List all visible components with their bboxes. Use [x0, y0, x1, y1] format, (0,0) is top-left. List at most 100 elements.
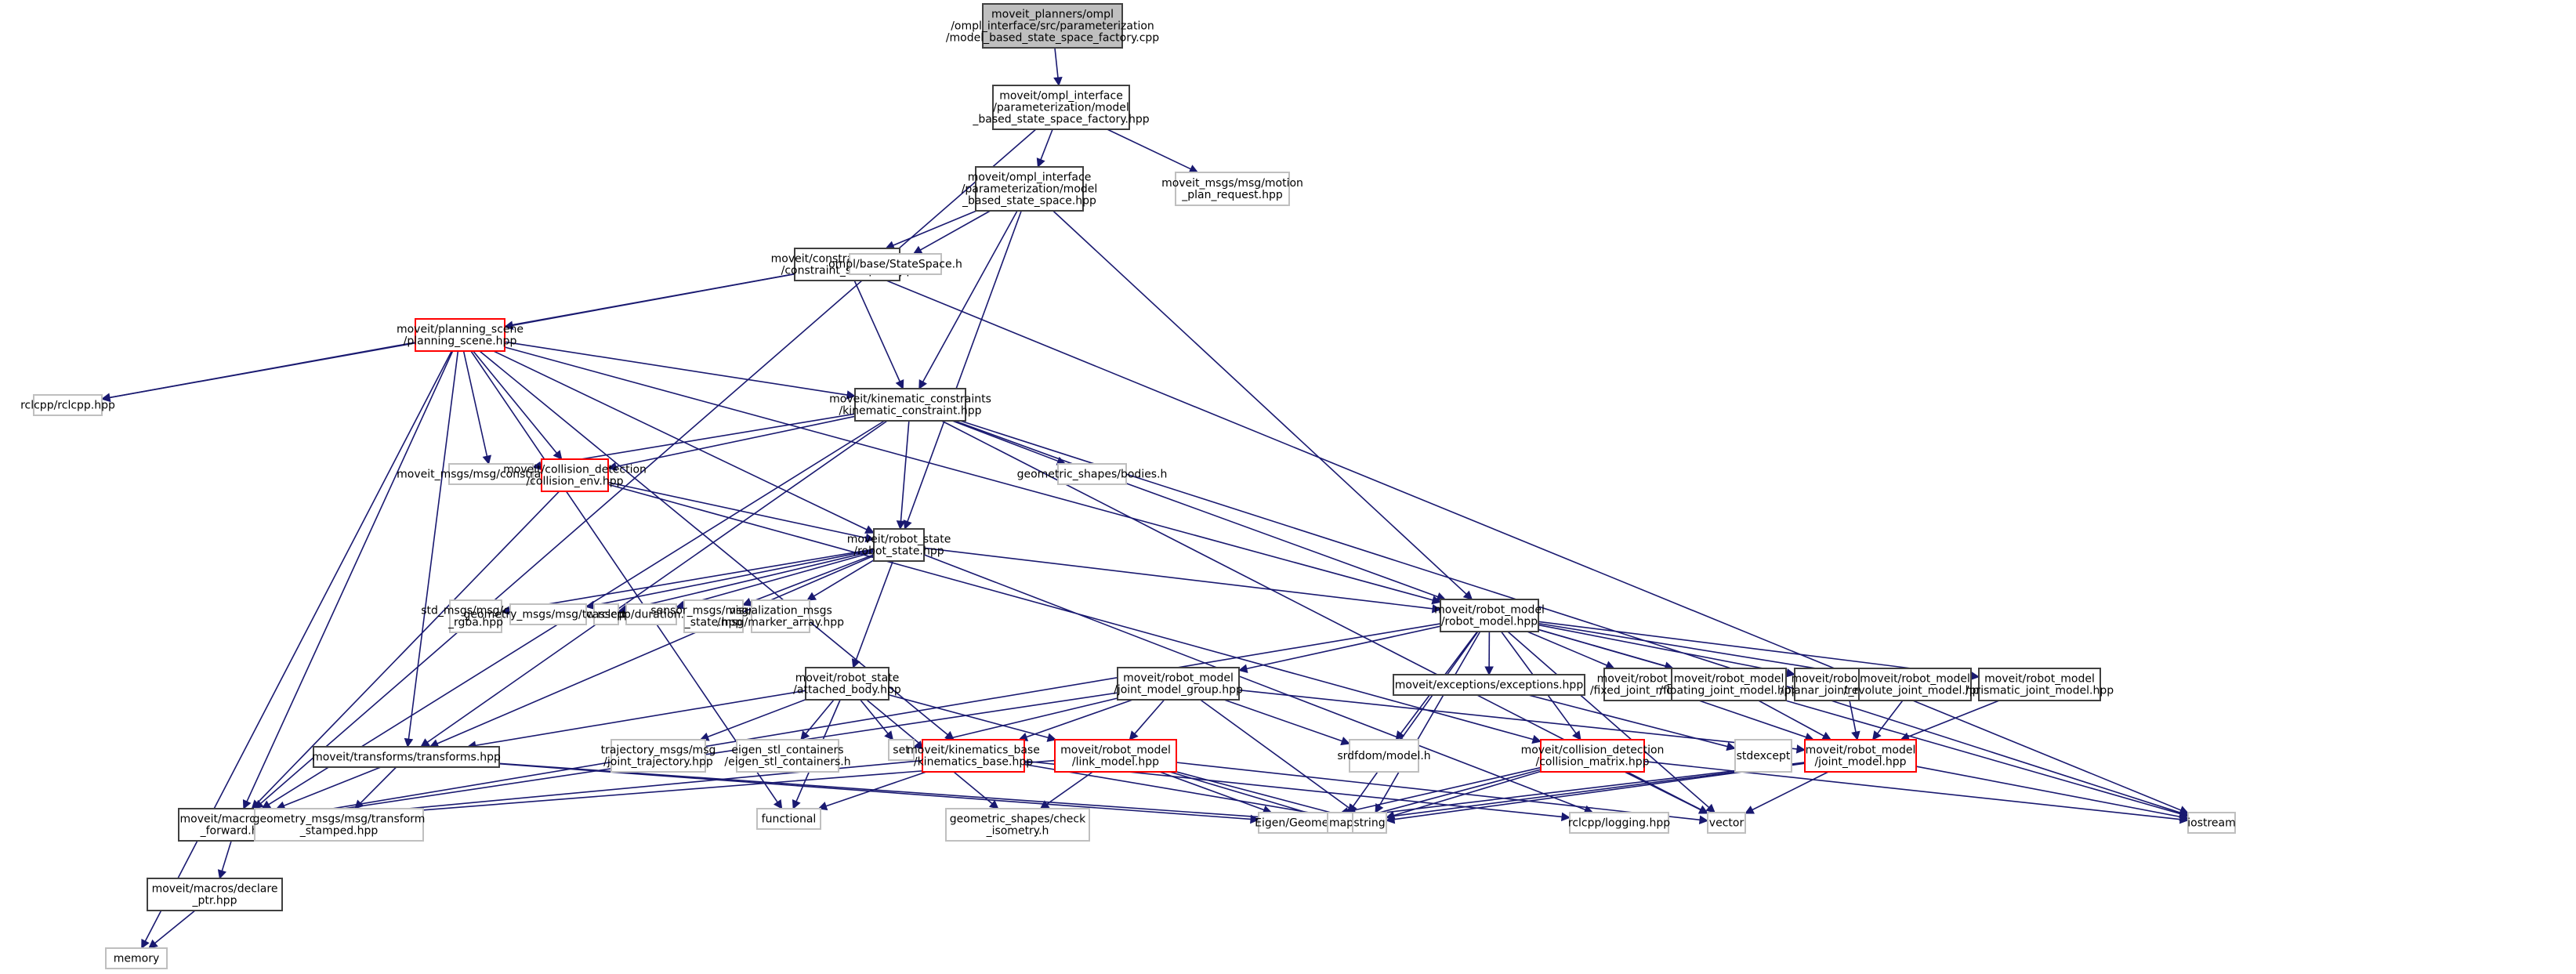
node-link-model[interactable]: moveit/robot_model/link_model.hpp	[1054, 739, 1177, 773]
node-vector[interactable]: vector	[1707, 812, 1746, 834]
arrowhead-icon	[1531, 734, 1542, 744]
node-label: Eigen/Geometry	[1255, 817, 1344, 830]
node-label: moveit/robot_model	[1984, 673, 2095, 686]
node-memory[interactable]: memory	[105, 947, 168, 969]
node-label: /collision_env.hpp	[526, 476, 623, 488]
arrowhead-icon	[2179, 812, 2190, 822]
node-label: /ompl_interface/src/parameterization	[951, 20, 1154, 33]
node-rclcpp[interactable]: rclcpp/rclcpp.hpp	[20, 394, 115, 416]
node-functional[interactable]: functional	[756, 808, 821, 830]
arrowhead-icon	[141, 939, 150, 949]
node-constraints-msg[interactable]: moveit_msgs/msg/constraints.hpp	[397, 463, 585, 485]
arrowhead-icon	[482, 454, 491, 465]
node-set[interactable]: set	[888, 739, 915, 761]
node-ompl-statespace[interactable]: ompl/base/StateSpace.h	[828, 253, 962, 275]
node-label: moveit/robot_model	[1060, 744, 1171, 757]
node-label: moveit/robot_state	[795, 672, 900, 685]
node-label: std_msgs/msg/color	[421, 605, 531, 617]
arrowhead-icon	[1375, 803, 1384, 813]
node-iostream[interactable]: iostream	[2187, 812, 2236, 834]
node-twist[interactable]: geometry_msgs/msg/twist.hpp	[464, 603, 633, 625]
node-collision-matrix[interactable]: moveit/collision_detection/collision_mat…	[1521, 739, 1665, 773]
edge-line	[951, 420, 1059, 462]
node-map[interactable]: map	[1327, 812, 1356, 834]
node-declare-ptr[interactable]: moveit/macros/declare_ptr.hpp	[147, 878, 283, 911]
arrowhead-icon	[851, 658, 860, 669]
edge-joint_model_group-to-srdfdom	[1223, 699, 1351, 746]
node-label: _stamped.hpp	[299, 825, 379, 838]
node-transforms[interactable]: moveit/transforms/transforms.hpp	[312, 746, 501, 768]
node-check-isometry[interactable]: geometric_shapes/check_isometry.h	[945, 808, 1090, 842]
edge-line	[900, 420, 910, 522]
edge-line	[853, 280, 900, 382]
node-logging[interactable]: rclcpp/logging.hpp	[1568, 812, 1670, 834]
arrowhead-icon	[864, 525, 875, 534]
arrowhead-icon	[1726, 741, 1737, 751]
arrowhead-icon	[1705, 803, 1716, 813]
edge-joint_model-to-vector	[1744, 771, 1829, 814]
node-box	[1671, 668, 1787, 701]
node-kinematic-constraint[interactable]: moveit/kinematic_constraints/kinematic_c…	[829, 388, 991, 422]
edge-line	[301, 692, 1118, 816]
node-marker-array[interactable]: visualization_msgs/msg/marker_array.hpp	[717, 599, 844, 633]
edge-line	[954, 420, 1439, 598]
node-joint-model-group[interactable]: moveit/robot_model/joint_model_group.hpp	[1114, 667, 1243, 701]
node-stdexcept[interactable]: stdexcept	[1734, 739, 1792, 773]
node-label: _based_state_space_factory.hpp	[972, 114, 1149, 126]
node-joint-state[interactable]: sensor_msgs/msg/joint_state.hpp	[650, 599, 777, 633]
edge-planning_scene-to-kinematic_constraint	[504, 341, 857, 400]
edge-line	[1877, 700, 1904, 734]
arrowhead-icon	[500, 606, 511, 615]
node-box	[593, 603, 619, 625]
node-color-rgba[interactable]: std_msgs/msg/color_rgba.hpp	[421, 599, 531, 633]
node-floating-joint[interactable]: moveit/robot_model/floating_joint_model.…	[1659, 668, 1799, 701]
edge-state_space_hpp-to-kinematic_constraint	[918, 210, 1018, 389]
node-kinematics-base[interactable]: moveit/kinematics_base/kinematics_base.h…	[907, 739, 1040, 773]
node-root: moveit_planners/ompl/ompl_interface/src/…	[946, 3, 1159, 49]
node-robot-model[interactable]: moveit/robot_model/robot_model.hpp	[1434, 599, 1545, 632]
node-joint-trajectory[interactable]: trajectory_msgs/msg/joint_trajectory.hpp	[601, 739, 716, 773]
node-prismatic-joint[interactable]: moveit/robot_model/prismatic_joint_model…	[1966, 668, 2114, 701]
node-box	[449, 599, 502, 633]
node-box	[1117, 667, 1240, 701]
edge-line	[1159, 771, 1265, 811]
node-label: /revolute_joint_model.hpp	[1844, 685, 1987, 697]
node-eigen-stl[interactable]: eigen_stl_containers/eigen_stl_container…	[724, 739, 851, 773]
node-factory-hpp[interactable]: moveit/ompl_interface/parameterization/m…	[972, 85, 1150, 130]
edge-line	[615, 415, 856, 468]
node-joint-model[interactable]: moveit/robot_model/joint_model.hpp	[1804, 739, 1917, 773]
edge-factory_hpp-to-state_space_hpp	[1036, 129, 1053, 168]
edge-line	[1624, 771, 1701, 811]
arrowhead-icon	[217, 869, 226, 880]
node-label: /joint_model.hpp	[1814, 756, 1906, 769]
node-string[interactable]: string	[1352, 812, 1387, 834]
edge-line	[498, 762, 1252, 820]
edge-line	[1046, 771, 1093, 805]
arrowhead-icon	[242, 799, 252, 810]
node-box	[736, 739, 839, 773]
node-revolute-joint[interactable]: moveit/robot_model/revolute_joint_model.…	[1844, 668, 1987, 701]
node-box	[610, 739, 706, 773]
node-duration[interactable]: rclcpp/duration.hpp	[597, 603, 705, 625]
node-robot-state[interactable]: moveit/robot_state/robot_state.hpp	[847, 528, 951, 562]
node-motion-plan-request[interactable]: moveit_msgs/msg/motion_plan_request.hpp	[1161, 172, 1303, 206]
arrowhead-icon	[903, 520, 912, 530]
arrowhead-icon	[1129, 730, 1139, 740]
node-cassert[interactable]: cassert	[586, 603, 626, 625]
node-state-space-hpp[interactable]: moveit/ompl_interface/parameterization/m…	[962, 166, 1098, 212]
node-bodies[interactable]: geometric_shapes/bodies.h	[1017, 463, 1168, 485]
node-exceptions[interactable]: moveit/exceptions/exceptions.hpp	[1393, 674, 1585, 696]
node-transform-stamped[interactable]: geometry_msgs/msg/transform_stamped.hpp	[253, 808, 426, 842]
node-eigen-geometry[interactable]: Eigen/Geometry	[1255, 812, 1344, 834]
node-label: _ptr.hpp	[192, 895, 237, 907]
node-box	[625, 603, 677, 625]
edge-line	[1026, 699, 1133, 738]
edge-robot_model-to-planar_joint	[1538, 624, 1796, 678]
node-collision-env[interactable]: moveit/collision_detection/collision_env…	[503, 458, 647, 492]
arrowhead-icon	[251, 799, 261, 809]
node-planning-scene[interactable]: moveit/planning_scene/planning_scene.hpp	[397, 318, 524, 352]
node-attached-body[interactable]: moveit/robot_state/attached_body.hpp	[793, 667, 901, 701]
node-srdfdom[interactable]: srdfdom/model.h	[1337, 739, 1431, 773]
node-box	[888, 739, 915, 761]
edge-attached_body-to-set	[860, 699, 894, 740]
